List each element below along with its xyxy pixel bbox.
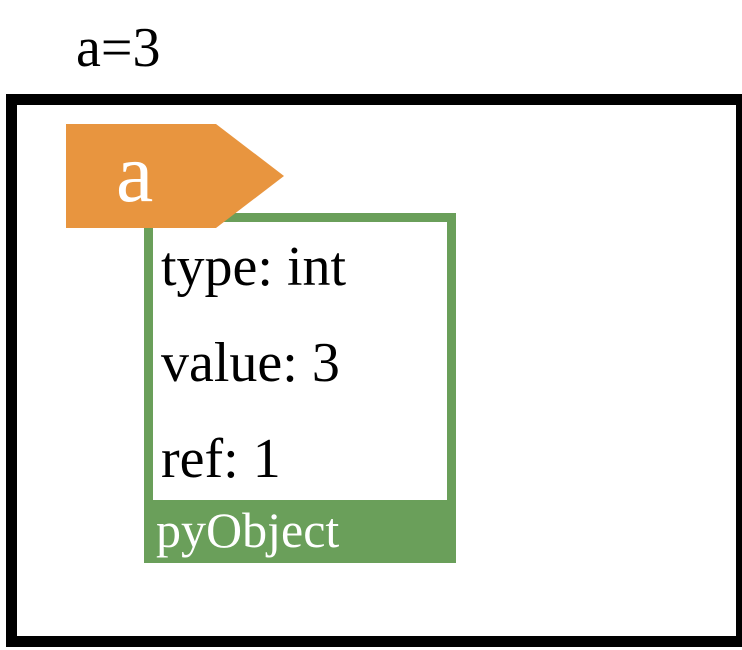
pyobject-type-field: type: int (161, 236, 347, 298)
variable-tag-shape (66, 124, 284, 228)
variable-tag: a (66, 124, 284, 228)
pyobject-ref-field: ref: 1 (161, 428, 281, 490)
diagram-caption: a=3 (76, 17, 161, 79)
pyobject-box: type: int value: 3 ref: 1 pyObject (144, 213, 456, 563)
pyobject-value-field: value: 3 (161, 332, 340, 394)
variable-name: a (116, 127, 154, 220)
pyobject-fields: type: int value: 3 ref: 1 (153, 222, 447, 500)
namespace-frame (6, 94, 742, 647)
pyobject-label: pyObject (156, 502, 340, 558)
